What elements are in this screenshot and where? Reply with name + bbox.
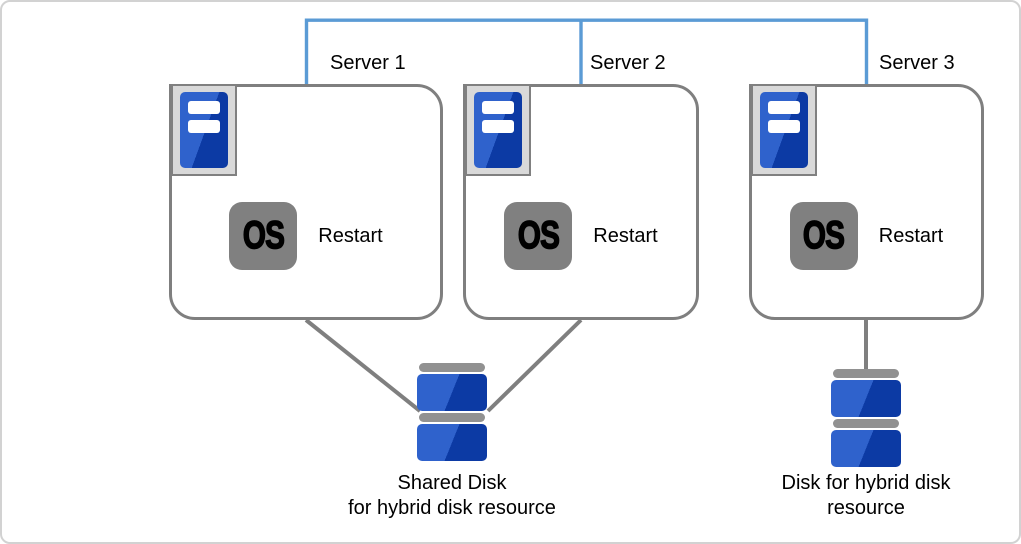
restart-label: Restart: [593, 224, 658, 247]
shared-disk-icon: [417, 363, 487, 463]
server-rack-icon: [465, 84, 531, 176]
os-restart-row: OS Restart: [172, 202, 440, 270]
os-icon-label: OS: [242, 214, 285, 258]
os-icon-label: OS: [803, 214, 846, 258]
shared-disk-label: Shared Disk for hybrid disk resource: [348, 472, 556, 519]
server-2-title: Server 2: [590, 52, 666, 74]
server-3-title: Server 3: [879, 52, 955, 74]
os-restart-row: OS Restart: [752, 202, 981, 270]
os-restart-row: OS Restart: [466, 202, 696, 270]
server2-disk-link-line: [486, 318, 583, 413]
os-icon: OS: [504, 202, 573, 270]
server-rack-icon: [751, 84, 817, 176]
restart-label: Restart: [318, 224, 383, 247]
server1-disk-link-line: [304, 318, 422, 413]
server-rack-icon: [171, 84, 237, 176]
restart-label: Restart: [878, 224, 944, 247]
os-icon-label: OS: [517, 214, 560, 258]
hybrid-disk-icon: [831, 369, 901, 469]
network-line: [304, 18, 869, 84]
server-3-box: OS Restart: [749, 84, 984, 320]
server-1-box: OS Restart: [169, 84, 443, 320]
server-1-title: Server 1: [330, 52, 406, 74]
os-icon: OS: [229, 202, 298, 270]
os-icon: OS: [789, 202, 858, 270]
server-2-box: OS Restart: [463, 84, 699, 320]
hybrid-disk-label: Disk for hybrid disk resource: [781, 472, 951, 519]
